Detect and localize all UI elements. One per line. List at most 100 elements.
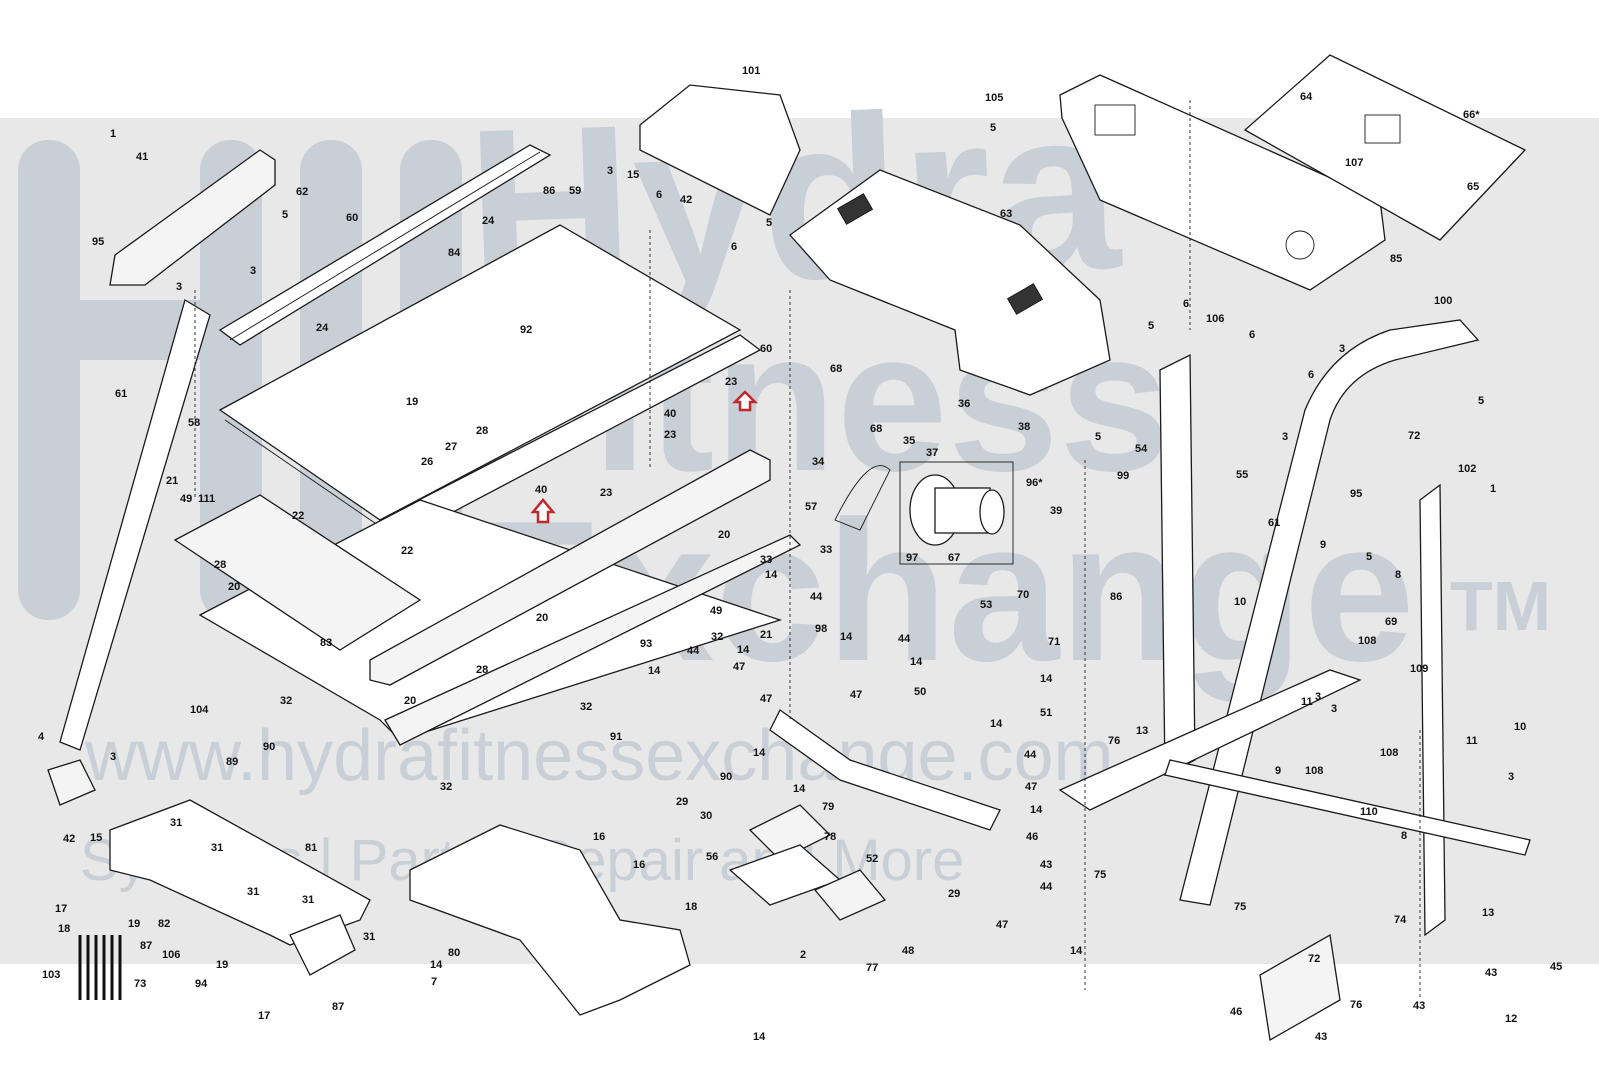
part-label-p30: 30 bbox=[700, 810, 712, 822]
part-label-p76a: 76 bbox=[1108, 735, 1120, 747]
part-label-p49b: 49 bbox=[710, 605, 722, 617]
part-label-p5g: 5 bbox=[1366, 551, 1372, 563]
part-label-p78: 78 bbox=[824, 831, 836, 843]
rail-60-top bbox=[218, 144, 552, 346]
part-label-p44d: 44 bbox=[1024, 749, 1037, 761]
part-label-p6e: 6 bbox=[1308, 369, 1314, 381]
part-label-p6c: 6 bbox=[1183, 298, 1189, 310]
arrow-marker-lower bbox=[530, 498, 556, 524]
part-label-p14e: 14 bbox=[1040, 673, 1053, 685]
part-label-p14f: 14 bbox=[648, 665, 661, 677]
part-label-p89: 89 bbox=[226, 756, 238, 768]
part-label-p29a: 29 bbox=[676, 796, 688, 808]
part-label-p65: 65 bbox=[1467, 181, 1479, 193]
part-label-p45: 45 bbox=[1550, 961, 1562, 973]
part-label-p3c: 3 bbox=[607, 165, 613, 177]
part-label-p14a: 14 bbox=[765, 569, 778, 581]
part-label-p21a: 21 bbox=[166, 475, 178, 487]
part-label-p1a: 1 bbox=[110, 128, 116, 140]
part-label-p50: 50 bbox=[914, 686, 926, 698]
part-label-p82: 82 bbox=[158, 918, 170, 930]
part-label-p97: 97 bbox=[906, 552, 918, 564]
part-label-p71: 71 bbox=[1048, 636, 1060, 648]
part-label-p91: 91 bbox=[610, 731, 622, 743]
part-label-p22a: 22 bbox=[292, 510, 304, 522]
part-label-p14d: 14 bbox=[910, 656, 923, 668]
part-label-p106a: 106 bbox=[1206, 313, 1224, 325]
part-label-p101: 101 bbox=[742, 65, 760, 77]
part-label-p18a: 18 bbox=[58, 923, 70, 935]
part-label-p8b: 8 bbox=[1401, 830, 1407, 842]
part-label-p35: 35 bbox=[903, 435, 915, 447]
part-label-p14b: 14 bbox=[737, 644, 750, 656]
part-label-p106b: 106 bbox=[162, 949, 180, 961]
part-label-p8a: 8 bbox=[1395, 569, 1401, 581]
part-label-p14c: 14 bbox=[840, 631, 853, 643]
part-label-p93: 93 bbox=[640, 638, 652, 650]
part-label-p103: 103 bbox=[42, 969, 60, 981]
part-label-p66: 66* bbox=[1463, 109, 1480, 121]
part-label-p47e: 47 bbox=[996, 919, 1008, 931]
part-label-p20c: 20 bbox=[536, 612, 548, 624]
part-label-p38: 38 bbox=[1018, 421, 1030, 433]
part-label-p5d: 5 bbox=[1148, 320, 1154, 332]
part-label-p85: 85 bbox=[1390, 253, 1402, 265]
part-label-p3g: 3 bbox=[1331, 703, 1337, 715]
part-label-p31d: 31 bbox=[302, 894, 314, 906]
part-label-p46b: 46 bbox=[1230, 1006, 1242, 1018]
part-label-p43d: 43 bbox=[1315, 1031, 1327, 1043]
part-label-p28a: 28 bbox=[476, 425, 488, 437]
part-label-p20d: 20 bbox=[404, 695, 416, 707]
part-label-p54: 54 bbox=[1135, 443, 1148, 455]
part-label-p3b: 3 bbox=[176, 281, 182, 293]
part-label-p108b: 108 bbox=[1380, 747, 1398, 759]
part-label-p23b: 23 bbox=[664, 429, 676, 441]
part-label-p21b: 21 bbox=[760, 629, 772, 641]
motor-hood-63 bbox=[789, 169, 1111, 396]
part-label-p80: 80 bbox=[448, 947, 460, 959]
arrow-marker-upper bbox=[731, 390, 759, 412]
part-label-p20b: 20 bbox=[228, 581, 240, 593]
motor-cover-80 bbox=[409, 824, 691, 1016]
part-label-p86b: 86 bbox=[1110, 591, 1122, 603]
part-label-p47a: 47 bbox=[733, 661, 745, 673]
part-label-p108a: 108 bbox=[1358, 635, 1376, 647]
base-frame bbox=[1058, 669, 1531, 1042]
part-label-p11b: 11 bbox=[1466, 735, 1478, 747]
part-label-p20a: 20 bbox=[718, 529, 730, 541]
bolt-bundle-73 bbox=[78, 935, 122, 1000]
part-label-p31b: 31 bbox=[211, 842, 223, 854]
part-label-p95b: 95 bbox=[1350, 488, 1362, 500]
part-label-p10b: 10 bbox=[1514, 721, 1526, 733]
part-label-p75b: 75 bbox=[1234, 901, 1246, 913]
part-label-p6a: 6 bbox=[656, 189, 662, 201]
part-label-p69: 69 bbox=[1385, 616, 1397, 628]
part-label-p23c: 23 bbox=[600, 487, 612, 499]
part-label-p48: 48 bbox=[902, 945, 914, 957]
part-label-p102: 102 bbox=[1458, 463, 1476, 475]
part-label-p62: 62 bbox=[296, 186, 308, 198]
part-label-p7: 7 bbox=[431, 976, 437, 988]
part-label-p14g: 14 bbox=[753, 747, 766, 759]
part-label-p108c: 108 bbox=[1305, 765, 1323, 777]
left-upright bbox=[47, 149, 276, 806]
part-label-p5b: 5 bbox=[766, 217, 772, 229]
part-label-p44a: 44 bbox=[810, 591, 823, 603]
part-label-p74: 74 bbox=[1394, 914, 1407, 926]
part-label-p55: 55 bbox=[1236, 469, 1248, 481]
part-label-p76b: 76 bbox=[1350, 999, 1362, 1011]
part-label-p42a: 42 bbox=[680, 194, 692, 206]
part-label-p24b: 24 bbox=[316, 322, 329, 334]
part-label-p59: 59 bbox=[569, 185, 581, 197]
part-label-p43a: 43 bbox=[1040, 859, 1052, 871]
rear-base bbox=[109, 799, 371, 976]
part-label-p46a: 46 bbox=[1026, 831, 1038, 843]
part-label-p70: 70 bbox=[1017, 589, 1029, 601]
part-label-p51: 51 bbox=[1040, 707, 1052, 719]
part-label-p99: 99 bbox=[1117, 470, 1129, 482]
part-label-p32b: 32 bbox=[580, 701, 592, 713]
roller-assembly bbox=[834, 461, 1014, 565]
part-label-p42b: 42 bbox=[63, 833, 75, 845]
part-label-p73: 73 bbox=[134, 978, 146, 990]
